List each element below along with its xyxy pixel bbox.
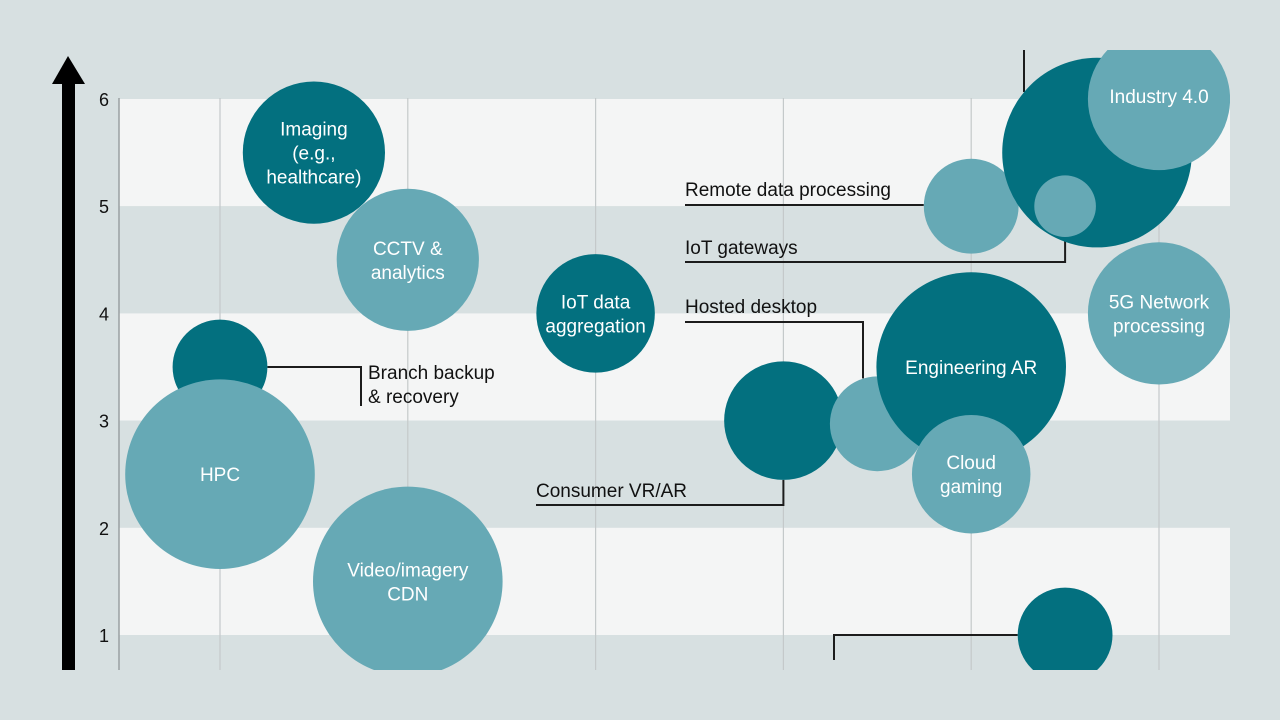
arrow-up-icon bbox=[52, 56, 85, 84]
bubble bbox=[923, 158, 1019, 254]
external-label: & recovery bbox=[368, 387, 459, 408]
y-tick-label: 4 bbox=[99, 304, 109, 324]
bubble bbox=[242, 81, 385, 224]
leader-line bbox=[536, 479, 785, 506]
leader-line bbox=[685, 237, 1067, 263]
bubble bbox=[876, 272, 1066, 462]
bubble-label: analytics bbox=[371, 263, 445, 284]
bubble-label: Imaging bbox=[280, 120, 348, 141]
y-tick-label: 6 bbox=[99, 90, 109, 110]
external-label: Hosted desktop bbox=[685, 297, 817, 318]
bubble bbox=[911, 414, 1031, 534]
bubble-label: aggregation bbox=[545, 316, 645, 337]
external-label: Consumer VR/AR bbox=[536, 481, 687, 502]
bubble bbox=[1017, 587, 1113, 670]
bubble-label: 5G Network bbox=[1109, 292, 1210, 313]
leader-lines bbox=[267, 50, 1067, 660]
bubble-labels: Imaging (e.g., healthcare) CCTV & analyticsH… bbox=[200, 87, 1210, 605]
bubble bbox=[125, 379, 315, 569]
external-label: Branch backup bbox=[368, 363, 495, 384]
y-tick-label: 1 bbox=[99, 626, 109, 646]
bubble bbox=[536, 254, 655, 373]
bubble bbox=[1087, 242, 1230, 385]
bubble-label: Video/imagery bbox=[347, 560, 469, 581]
bubble-label: processing bbox=[1113, 316, 1205, 337]
bubbles bbox=[125, 50, 1230, 670]
bubble-label: CCTV & bbox=[373, 239, 443, 260]
bubble bbox=[1087, 50, 1230, 171]
bubble-label: (e.g., bbox=[292, 144, 335, 165]
leader-line bbox=[833, 634, 1018, 660]
bubble-label: gaming bbox=[940, 477, 1002, 498]
leader-line bbox=[685, 321, 864, 379]
arrow-shaft bbox=[62, 80, 75, 670]
bubble-label: HPC bbox=[200, 465, 240, 486]
bubble bbox=[724, 361, 843, 480]
leader-line bbox=[267, 366, 362, 406]
y-tick-label: 3 bbox=[99, 412, 109, 432]
y-tick-label: 5 bbox=[99, 197, 109, 217]
y-axis-arrow bbox=[52, 56, 85, 670]
external-label: Remote data processing bbox=[685, 180, 891, 201]
bubble-label: Cloud bbox=[946, 453, 996, 474]
bubble-label: CDN bbox=[387, 584, 428, 605]
external-label: IoT gateways bbox=[685, 238, 798, 259]
bubble bbox=[1034, 175, 1096, 238]
bubble bbox=[336, 188, 479, 331]
y-tick-labels: 1 2 3 4 5 6 bbox=[99, 90, 109, 646]
bubble bbox=[313, 486, 503, 670]
bubble-label: Industry 4.0 bbox=[1109, 87, 1208, 108]
bubble-label: IoT data bbox=[561, 292, 631, 313]
bubble-label: Engineering AR bbox=[905, 358, 1037, 379]
y-tick-label: 2 bbox=[99, 519, 109, 539]
bubble-label: healthcare) bbox=[266, 168, 361, 189]
